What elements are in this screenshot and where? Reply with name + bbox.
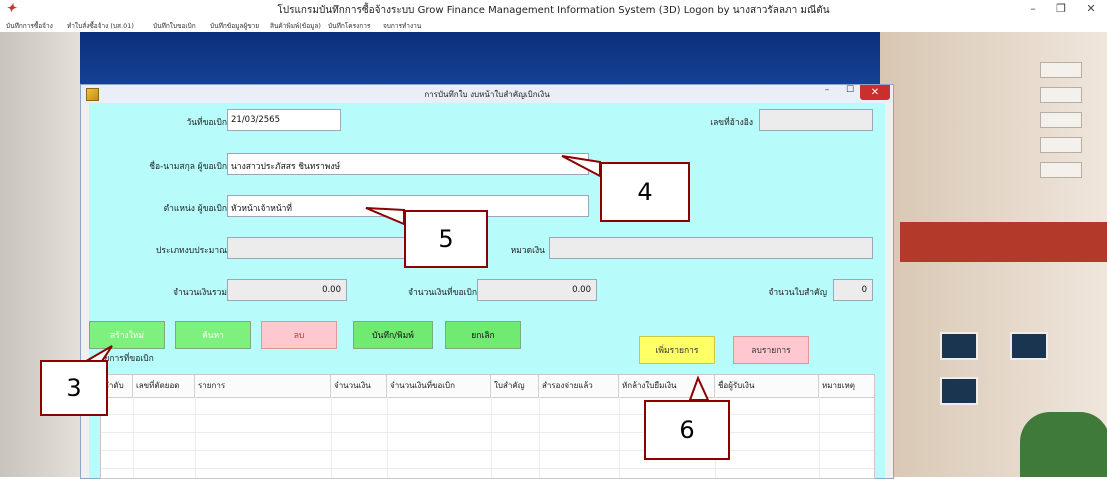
- grid-column-line: [331, 397, 332, 478]
- col-header-loan-offset[interactable]: หักล้างใบยืมเงิน: [619, 375, 715, 397]
- grid-column-line: [539, 397, 540, 478]
- menu-item-withdrawal[interactable]: บันทึกใบขอเบิก: [153, 22, 196, 30]
- background-window-tile: [1040, 87, 1082, 103]
- app-maximize-button[interactable]: ❐: [1056, 2, 1066, 15]
- col-header-requested-amount[interactable]: จำนวนเงินที่ขอเบิก: [387, 375, 491, 397]
- grid-column-line: [195, 397, 196, 478]
- app-title: โปรแกรมบันทึกการซื้อจ้างระบบ Grow Financ…: [277, 5, 830, 16]
- background-window-tile: [1040, 112, 1082, 128]
- col-header-cutoff-no[interactable]: เลขที่ตัดยอด: [133, 375, 195, 397]
- voucher-count-field[interactable]: 0: [833, 279, 873, 301]
- dialog-maximize-button[interactable]: ☐: [845, 85, 855, 95]
- dialog-titlebar: การบันทึกใบ งบหน้าใบสำคัญเบิกเงิน – ☐ ✕: [81, 85, 893, 103]
- menubar: บันทึกการซื้อจ้าง ทำใบสั่งซื้อจ้าง (บส.0…: [0, 18, 1107, 32]
- col-header-voucher[interactable]: ใบสำคัญ: [491, 375, 539, 397]
- total-amount-field[interactable]: 0.00: [227, 279, 347, 301]
- menu-item-vendor[interactable]: บันทึกข้อมูลผู้ขาย: [210, 22, 260, 30]
- app-close-button[interactable]: ✕: [1086, 2, 1096, 15]
- annotation-3: 3: [40, 360, 108, 416]
- table-row[interactable]: [101, 397, 874, 415]
- fund-category-field[interactable]: [549, 237, 873, 259]
- requester-name-label: ชื่อ-นามสกุล ผู้ขอเบิก: [149, 162, 227, 172]
- fund-category-label: หมวดเงิน: [510, 246, 545, 256]
- background-window-tile: [1040, 137, 1082, 153]
- dialog-close-button[interactable]: ✕: [860, 85, 890, 100]
- background-window: [1010, 332, 1048, 360]
- col-header-item[interactable]: รายการ: [195, 375, 331, 397]
- grid-column-line: [819, 397, 820, 478]
- request-date-label: วันที่ขอเบิก: [186, 118, 227, 128]
- add-item-button[interactable]: เพิ่มรายการ: [639, 336, 715, 364]
- save-print-button[interactable]: บันทึก/พิมพ์: [353, 321, 433, 349]
- budget-type-label: ประเภทงบประมาณ: [156, 246, 227, 256]
- col-header-advance-paid[interactable]: สำรองจ่ายแล้ว: [539, 375, 619, 397]
- grid-column-line: [619, 397, 620, 478]
- reference-no-label: เลขที่อ้างอิง: [710, 118, 753, 128]
- search-button[interactable]: ค้นหา: [175, 321, 251, 349]
- dialog-minimize-button[interactable]: –: [824, 85, 830, 95]
- budget-type-field[interactable]: [227, 237, 407, 259]
- total-amount-label: จำนวนเงินรวม: [173, 288, 227, 298]
- cancel-button[interactable]: ยกเลิก: [445, 321, 521, 349]
- app-titlebar: ✦ โปรแกรมบันทึกการซื้อจ้างระบบ Grow Fina…: [0, 0, 1107, 18]
- grid-column-line: [133, 397, 134, 478]
- col-header-amount[interactable]: จำนวนเงิน: [331, 375, 387, 397]
- requested-amount-label: จำนวนเงินที่ขอเบิก: [408, 288, 477, 298]
- background-window: [940, 332, 978, 360]
- items-table[interactable]: ลำดับ เลขที่ตัดยอด รายการ จำนวนเงิน จำนว…: [100, 374, 875, 479]
- app-logo-icon: ✦: [6, 1, 17, 15]
- background-window-tile: [1040, 162, 1082, 178]
- grid-column-line: [491, 397, 492, 478]
- table-row[interactable]: [101, 433, 874, 451]
- requester-position-label: ตำแหน่ง ผู้ขอเบิก: [163, 204, 227, 214]
- grid-column-line: [387, 397, 388, 478]
- col-header-seq[interactable]: ลำดับ: [101, 375, 133, 397]
- new-button[interactable]: สร้างใหม่: [89, 321, 165, 349]
- dialog-title: การบันทึกใบ งบหน้าใบสำคัญเบิกเงิน: [424, 90, 550, 99]
- col-header-remark[interactable]: หมายเหตุ: [822, 381, 855, 390]
- items-table-header: ลำดับ เลขที่ตัดยอด รายการ จำนวนเงิน จำนว…: [101, 375, 874, 398]
- menu-item-purchase[interactable]: บันทึกการซื้อจ้าง: [6, 22, 53, 30]
- reference-no-field[interactable]: [759, 109, 873, 131]
- delete-item-button[interactable]: ลบรายการ: [733, 336, 809, 364]
- voucher-count-label: จำนวนใบสำคัญ: [768, 288, 827, 298]
- background-roof: [900, 222, 1107, 262]
- app-minimize-button[interactable]: –: [1030, 2, 1036, 15]
- menu-item-print[interactable]: สินค้าพิมพ์(ข้อมูล): [270, 22, 321, 30]
- background-window-tile: [1040, 62, 1082, 78]
- requester-name-field[interactable]: นางสาวประภัสสร ชินทราพงษ์: [227, 153, 589, 175]
- dialog-app-icon: [86, 88, 99, 101]
- background-building-right: [880, 32, 1107, 477]
- table-row[interactable]: [101, 451, 874, 469]
- menu-item-project[interactable]: บันทึกโครงการ: [328, 22, 371, 30]
- annotation-6: 6: [644, 400, 730, 460]
- table-row[interactable]: [101, 415, 874, 433]
- background-tree: [1020, 412, 1107, 477]
- annotation-5: 5: [404, 210, 488, 268]
- delete-button[interactable]: ลบ: [261, 321, 337, 349]
- requested-amount-field[interactable]: 0.00: [477, 279, 597, 301]
- col-header-recipient[interactable]: ชื่อผู้รับเงิน: [715, 375, 819, 397]
- background-window: [940, 377, 978, 405]
- menu-item-exit[interactable]: จบการทำงาน: [383, 22, 422, 30]
- annotation-4: 4: [600, 162, 690, 222]
- menu-item-purchase-order[interactable]: ทำใบสั่งซื้อจ้าง (บส.01): [67, 22, 134, 30]
- request-date-field[interactable]: 21/03/2565: [227, 109, 341, 131]
